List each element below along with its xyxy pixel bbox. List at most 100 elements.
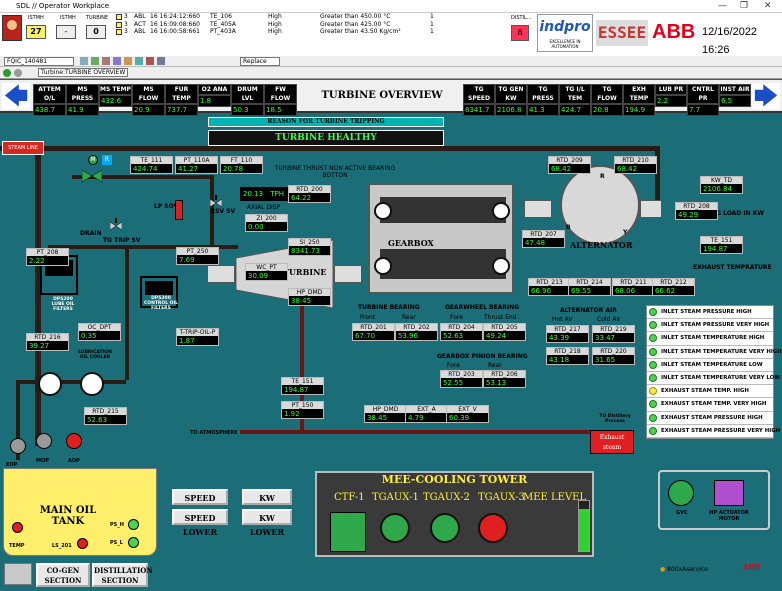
tool-icon[interactable] bbox=[91, 57, 99, 65]
oil-cooler-fan-icon[interactable] bbox=[38, 372, 62, 396]
hp-actuator-motor-icon[interactable] bbox=[714, 480, 744, 506]
distillation-section-button[interactable]: DISTILLATION SECTION bbox=[92, 563, 153, 587]
back-icon[interactable] bbox=[3, 69, 11, 77]
alarm-list-item[interactable]: INLET STEAM TEMPERATURE VERY HIGH bbox=[647, 346, 782, 359]
kw-lower-button[interactable]: KW LOWER bbox=[242, 509, 292, 537]
home-icon[interactable] bbox=[4, 563, 32, 585]
alarm-col1-count[interactable]: 27 bbox=[26, 25, 46, 39]
tool-icon[interactable] bbox=[124, 57, 132, 65]
object-field[interactable]: FQIC_140481 bbox=[4, 57, 74, 66]
alarm-list-item[interactable]: INLET STEAM PRESSURE VERY HIGH bbox=[647, 319, 773, 333]
alarm-list-item[interactable]: EXHAUST STEAM TEMP. HIGH bbox=[647, 385, 773, 399]
aop-pump-icon[interactable] bbox=[66, 433, 82, 449]
tool-icon[interactable] bbox=[80, 57, 88, 65]
minimize-icon[interactable]: — bbox=[718, 1, 727, 11]
cogen-section-button[interactable]: CO-GEN SECTION bbox=[36, 563, 90, 587]
forward-icon[interactable] bbox=[14, 69, 22, 77]
alarm-list-item[interactable]: INLET STEAM PRESSURE HIGH bbox=[647, 306, 773, 320]
mop-pump-icon[interactable] bbox=[36, 433, 52, 449]
tool-icon[interactable] bbox=[135, 57, 143, 65]
kw-raise-button[interactable]: KW RAISE bbox=[242, 489, 292, 517]
tgaux2-pump-icon[interactable] bbox=[430, 513, 460, 543]
replace-dropdown[interactable]: Replace bbox=[240, 57, 280, 66]
tool-icon[interactable] bbox=[113, 57, 121, 65]
alarm-col2-count[interactable]: - bbox=[56, 25, 76, 39]
ctf1-motor-icon[interactable] bbox=[330, 512, 366, 552]
tgaux3-pump-icon[interactable] bbox=[478, 513, 508, 543]
alarm-col3-count[interactable]: 0 bbox=[86, 25, 106, 39]
alarm-list-item[interactable]: EXHAUST STEAM PRESSURE HIGH bbox=[647, 412, 773, 425]
tool-icon[interactable] bbox=[146, 57, 154, 65]
display-field[interactable]: Turbine:TURBINE OVERVIEW bbox=[38, 68, 128, 77]
alarm-list-item[interactable]: EXHAUST STEAM PRESSURE VERY HIGH bbox=[647, 425, 780, 438]
next-page-arrow-icon[interactable]: 🡆 bbox=[752, 82, 780, 110]
eop-pump-icon[interactable] bbox=[10, 438, 26, 454]
trip-valve-icon[interactable] bbox=[109, 218, 123, 232]
alarm-list-item[interactable]: INLET STEAM TEMPERATURE LOW bbox=[647, 359, 773, 372]
tool-icon[interactable] bbox=[102, 57, 110, 65]
service-status[interactable]: ● 800xAservice bbox=[660, 566, 708, 573]
alarm-list-item[interactable]: INLET STEAM TEMPERATURE HIGH bbox=[647, 332, 773, 346]
tgaux1-pump-icon[interactable] bbox=[380, 513, 410, 543]
prev-page-arrow-icon[interactable]: 🡄 bbox=[2, 82, 30, 110]
speed-lower-button[interactable]: SPEED LOWER bbox=[172, 509, 228, 537]
tool-icon[interactable] bbox=[157, 57, 165, 65]
alarm-list-item[interactable]: INLET STEAM TEMPERATURE VERY LOW bbox=[647, 372, 780, 386]
maximize-icon[interactable]: ❐ bbox=[740, 1, 749, 11]
oil-cooler-fan-icon[interactable] bbox=[80, 372, 104, 396]
speed-raise-button[interactable]: SPEED RAISE bbox=[172, 489, 228, 517]
